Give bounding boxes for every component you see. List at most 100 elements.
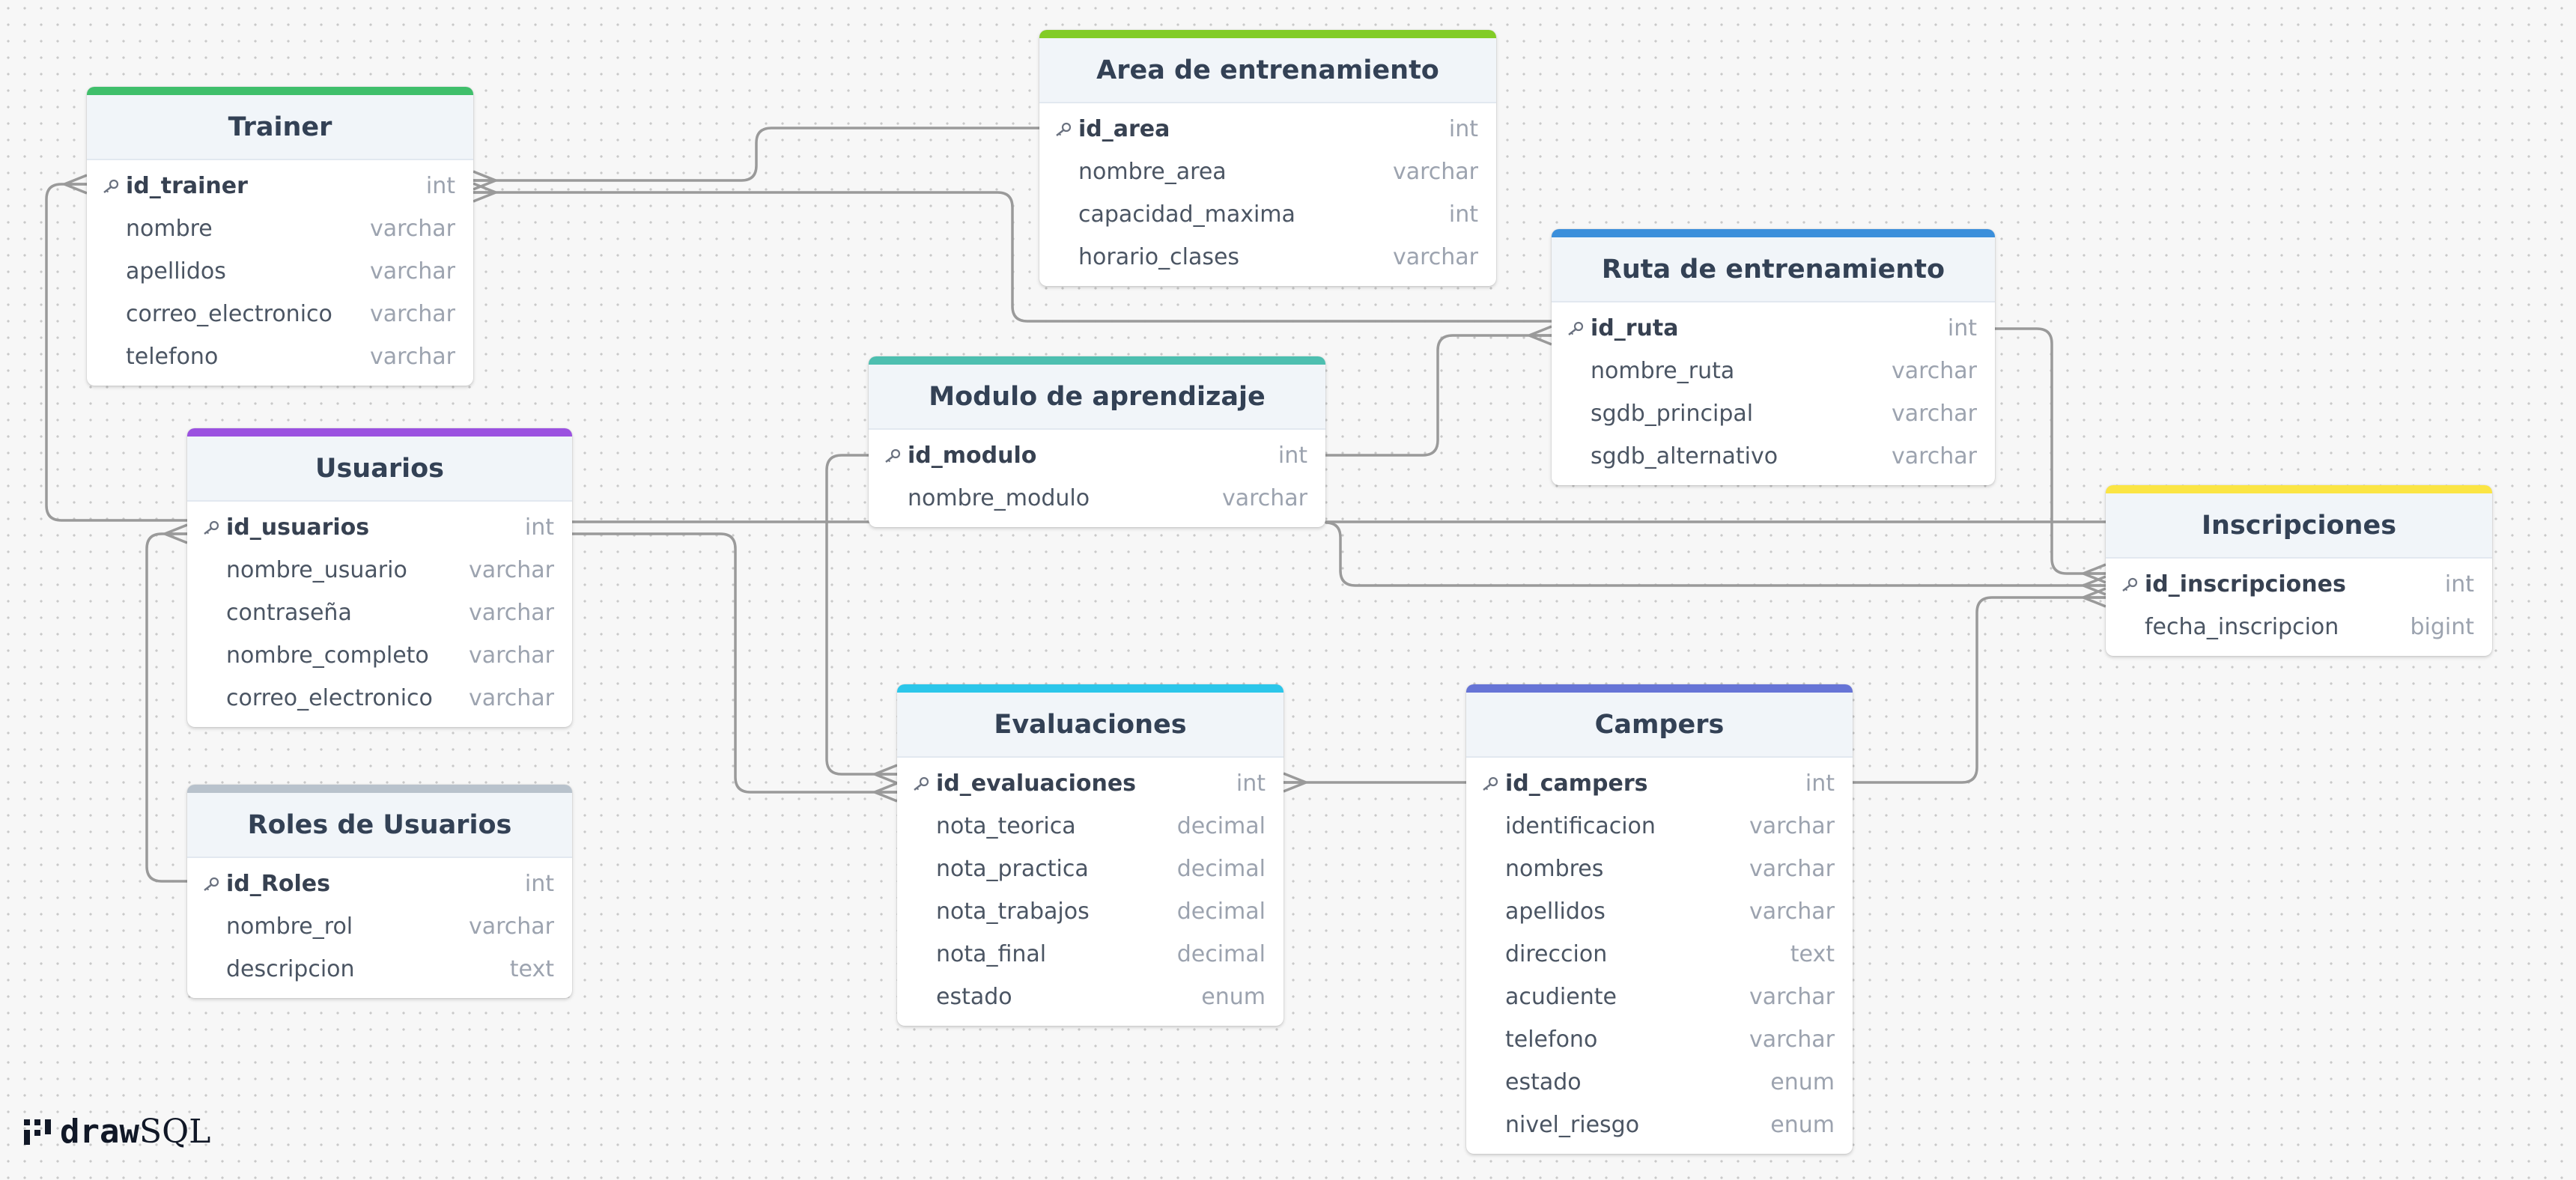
table-title: Inscripciones <box>2201 510 2397 541</box>
table-row[interactable]: capacidad_maxima int <box>1039 193 1496 236</box>
table-header[interactable]: Evaluaciones <box>897 693 1284 758</box>
column-type: text <box>509 956 554 982</box>
logo-text-draw: draw <box>60 1113 139 1151</box>
table-title: Trainer <box>228 112 332 142</box>
column-type: varchar <box>1392 244 1478 270</box>
key-icon <box>885 448 901 463</box>
column-type: varchar <box>369 216 455 242</box>
column-type: enum <box>1770 1069 1835 1095</box>
column-type: int <box>1278 442 1307 469</box>
table-color-bar <box>869 356 1325 365</box>
table-color-bar <box>187 785 572 793</box>
relation-line-modulo-inscripciones[interactable] <box>1325 521 2106 587</box>
column-type: varchar <box>1749 898 1835 925</box>
table-header[interactable]: Usuarios <box>187 437 572 502</box>
key-icon <box>1056 122 1072 136</box>
column-name: capacidad_maxima <box>1078 201 1295 228</box>
column-type: varchar <box>369 301 455 327</box>
relation-line-roles-usuarios[interactable] <box>145 532 187 883</box>
relation-line-campers-inscripciones[interactable] <box>1853 596 2106 784</box>
relation-line-modulo-evaluaciones[interactable] <box>825 454 897 776</box>
relation-line-ruta-trainer[interactable] <box>473 191 1552 323</box>
table-header[interactable]: Roles de Usuarios <box>187 793 572 858</box>
table-color-bar <box>87 87 473 95</box>
relation-line-modulo-ruta[interactable] <box>1325 334 1552 457</box>
column-type: enum <box>1770 1112 1835 1138</box>
logo-text-sql: SQL <box>139 1113 211 1151</box>
table-header[interactable]: Inscripciones <box>2106 493 2492 559</box>
relation-line-usuarios-trainer[interactable] <box>45 183 187 522</box>
crows-foot-icon <box>1283 772 1307 793</box>
column-name: id_trainer <box>126 173 248 199</box>
relation-line-area-trainer[interactable] <box>473 127 1039 182</box>
relation-line-ruta-inscripciones[interactable] <box>1995 327 2106 575</box>
table-header[interactable]: Trainer <box>87 95 473 160</box>
column-name: id_campers <box>1505 770 1648 797</box>
table-header[interactable]: Campers <box>1466 693 1853 758</box>
column-type: varchar <box>1749 984 1835 1010</box>
column-type: int <box>1448 201 1478 228</box>
table-header[interactable]: Modulo de aprendizaje <box>869 365 1325 430</box>
column-name: direccion <box>1505 941 1608 967</box>
table-header[interactable]: Ruta de entrenamiento <box>1552 237 1995 302</box>
column-type: int <box>524 871 554 897</box>
column-name: nombre_usuario <box>226 557 407 583</box>
column-name: nombre_completo <box>226 642 429 669</box>
table-title: Area de entrenamiento <box>1096 55 1439 85</box>
table-header[interactable]: Area de entrenamiento <box>1039 38 1496 103</box>
relation-line-usuarios-evaluaciones[interactable] <box>572 532 897 794</box>
key-icon <box>914 776 929 791</box>
table-color-bar <box>187 428 572 437</box>
